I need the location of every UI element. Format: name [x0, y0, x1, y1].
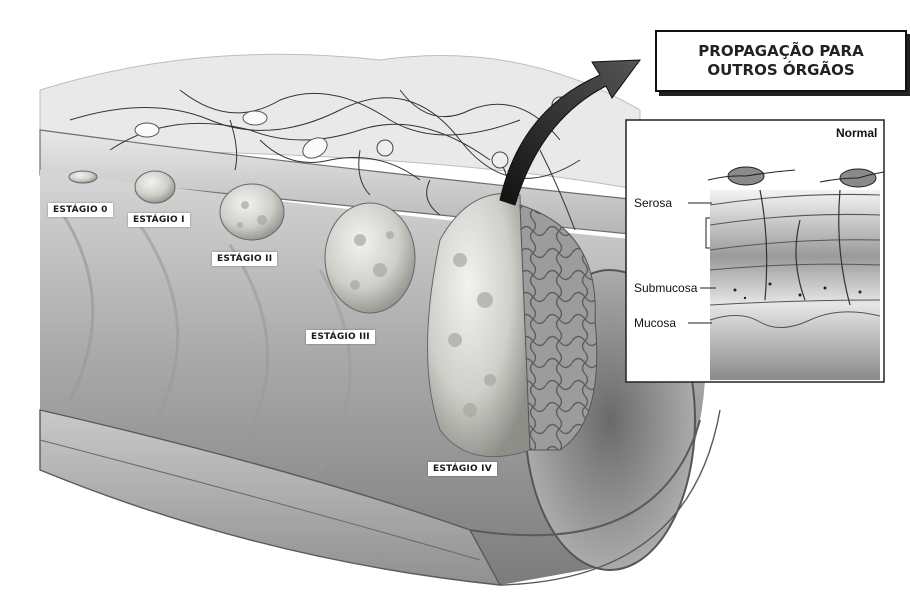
callout-line-1: PROPAGAÇÃO PARA — [698, 42, 863, 61]
callout-line-2: OUTROS ÓRGÃOS — [707, 61, 854, 80]
layer-label-submucosa: Submucosa — [634, 281, 697, 295]
stage-0-label: ESTÁGIO 0 — [48, 203, 113, 217]
stage-1-label: ESTÁGIO I — [128, 213, 190, 227]
spread-callout: PROPAGAÇÃO PARA OUTROS ÓRGÃOS — [655, 30, 907, 92]
stage-3-label: ESTÁGIO III — [306, 330, 375, 344]
layer-label-serosa: Serosa — [634, 196, 672, 210]
inset-title: Normal — [836, 126, 877, 140]
stage-4-label: ESTÁGIO IV — [428, 462, 497, 476]
stage-2-label: ESTÁGIO II — [212, 252, 277, 266]
layer-label-mucosa: Mucosa — [634, 316, 676, 330]
